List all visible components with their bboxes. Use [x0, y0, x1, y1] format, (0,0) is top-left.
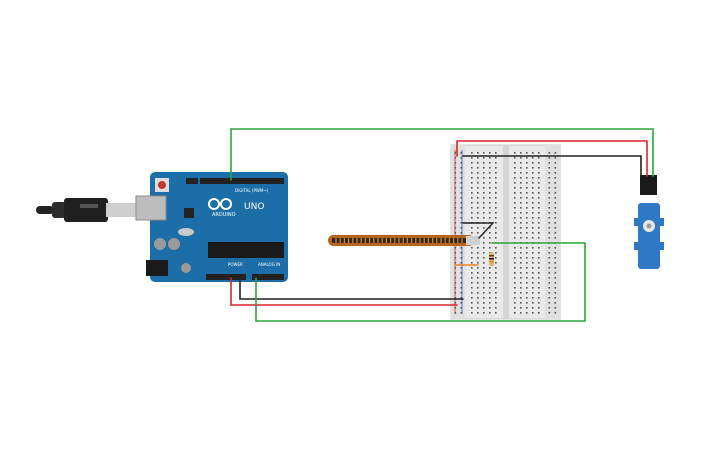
model-label: UNO [244, 202, 264, 212]
wire-servo-signal[interactable] [230, 128, 654, 181]
wire-servo-power[interactable] [456, 140, 648, 177]
usb-jack [135, 195, 167, 221]
wire-servo-ground[interactable] [462, 155, 642, 177]
microcontroller-chip [208, 242, 284, 258]
servo-shaft [646, 223, 652, 229]
power-label: POWER [228, 262, 243, 267]
flex-sensor-strip [332, 238, 468, 243]
wires [230, 128, 654, 322]
usb-chip [184, 208, 194, 218]
resistor-band-3 [489, 261, 494, 263]
wire-gnd[interactable] [239, 277, 464, 300]
wire-5v[interactable] [230, 277, 458, 306]
left-power-rail [451, 145, 465, 319]
usb-cable[interactable] [36, 198, 136, 222]
breadboard[interactable] [450, 144, 561, 320]
servo-mount-bottom [634, 242, 664, 250]
flex-sensor[interactable] [328, 235, 480, 246]
digital-header [200, 178, 284, 184]
wire-a0[interactable] [255, 242, 586, 322]
capacitor-3 [181, 263, 191, 273]
aref-header [186, 178, 198, 184]
flex-sensor-connector [466, 236, 480, 245]
servo-connector [640, 175, 657, 195]
arduino-logo-icon [208, 198, 232, 210]
flex-sensor-traces [335, 238, 463, 243]
power-jack [146, 260, 168, 276]
analog-label: ANALOG IN [258, 262, 280, 267]
center-channel [503, 145, 509, 319]
capacitor-1 [154, 238, 166, 250]
reset-button-cap [158, 181, 166, 189]
servo-body [638, 203, 660, 269]
power-header [206, 274, 246, 280]
arduino-board[interactable]: ARDUINO UNO DIGITAL (PWM~) POWER ANALOG … [135, 172, 288, 282]
wire-flex-ground[interactable] [462, 222, 495, 239]
capacitor-2 [168, 238, 180, 250]
right-power-rail [545, 145, 560, 319]
resistor[interactable] [489, 252, 494, 266]
resistor-band-1 [489, 255, 494, 257]
analog-header [252, 274, 284, 280]
digital-label: DIGITAL (PWM~) [235, 188, 269, 193]
breadboard-holes [454, 152, 557, 314]
brand-label: ARDUINO [212, 212, 236, 218]
servo-motor[interactable] [634, 175, 664, 269]
crystal [178, 228, 194, 236]
resistor-band-2 [489, 258, 494, 260]
